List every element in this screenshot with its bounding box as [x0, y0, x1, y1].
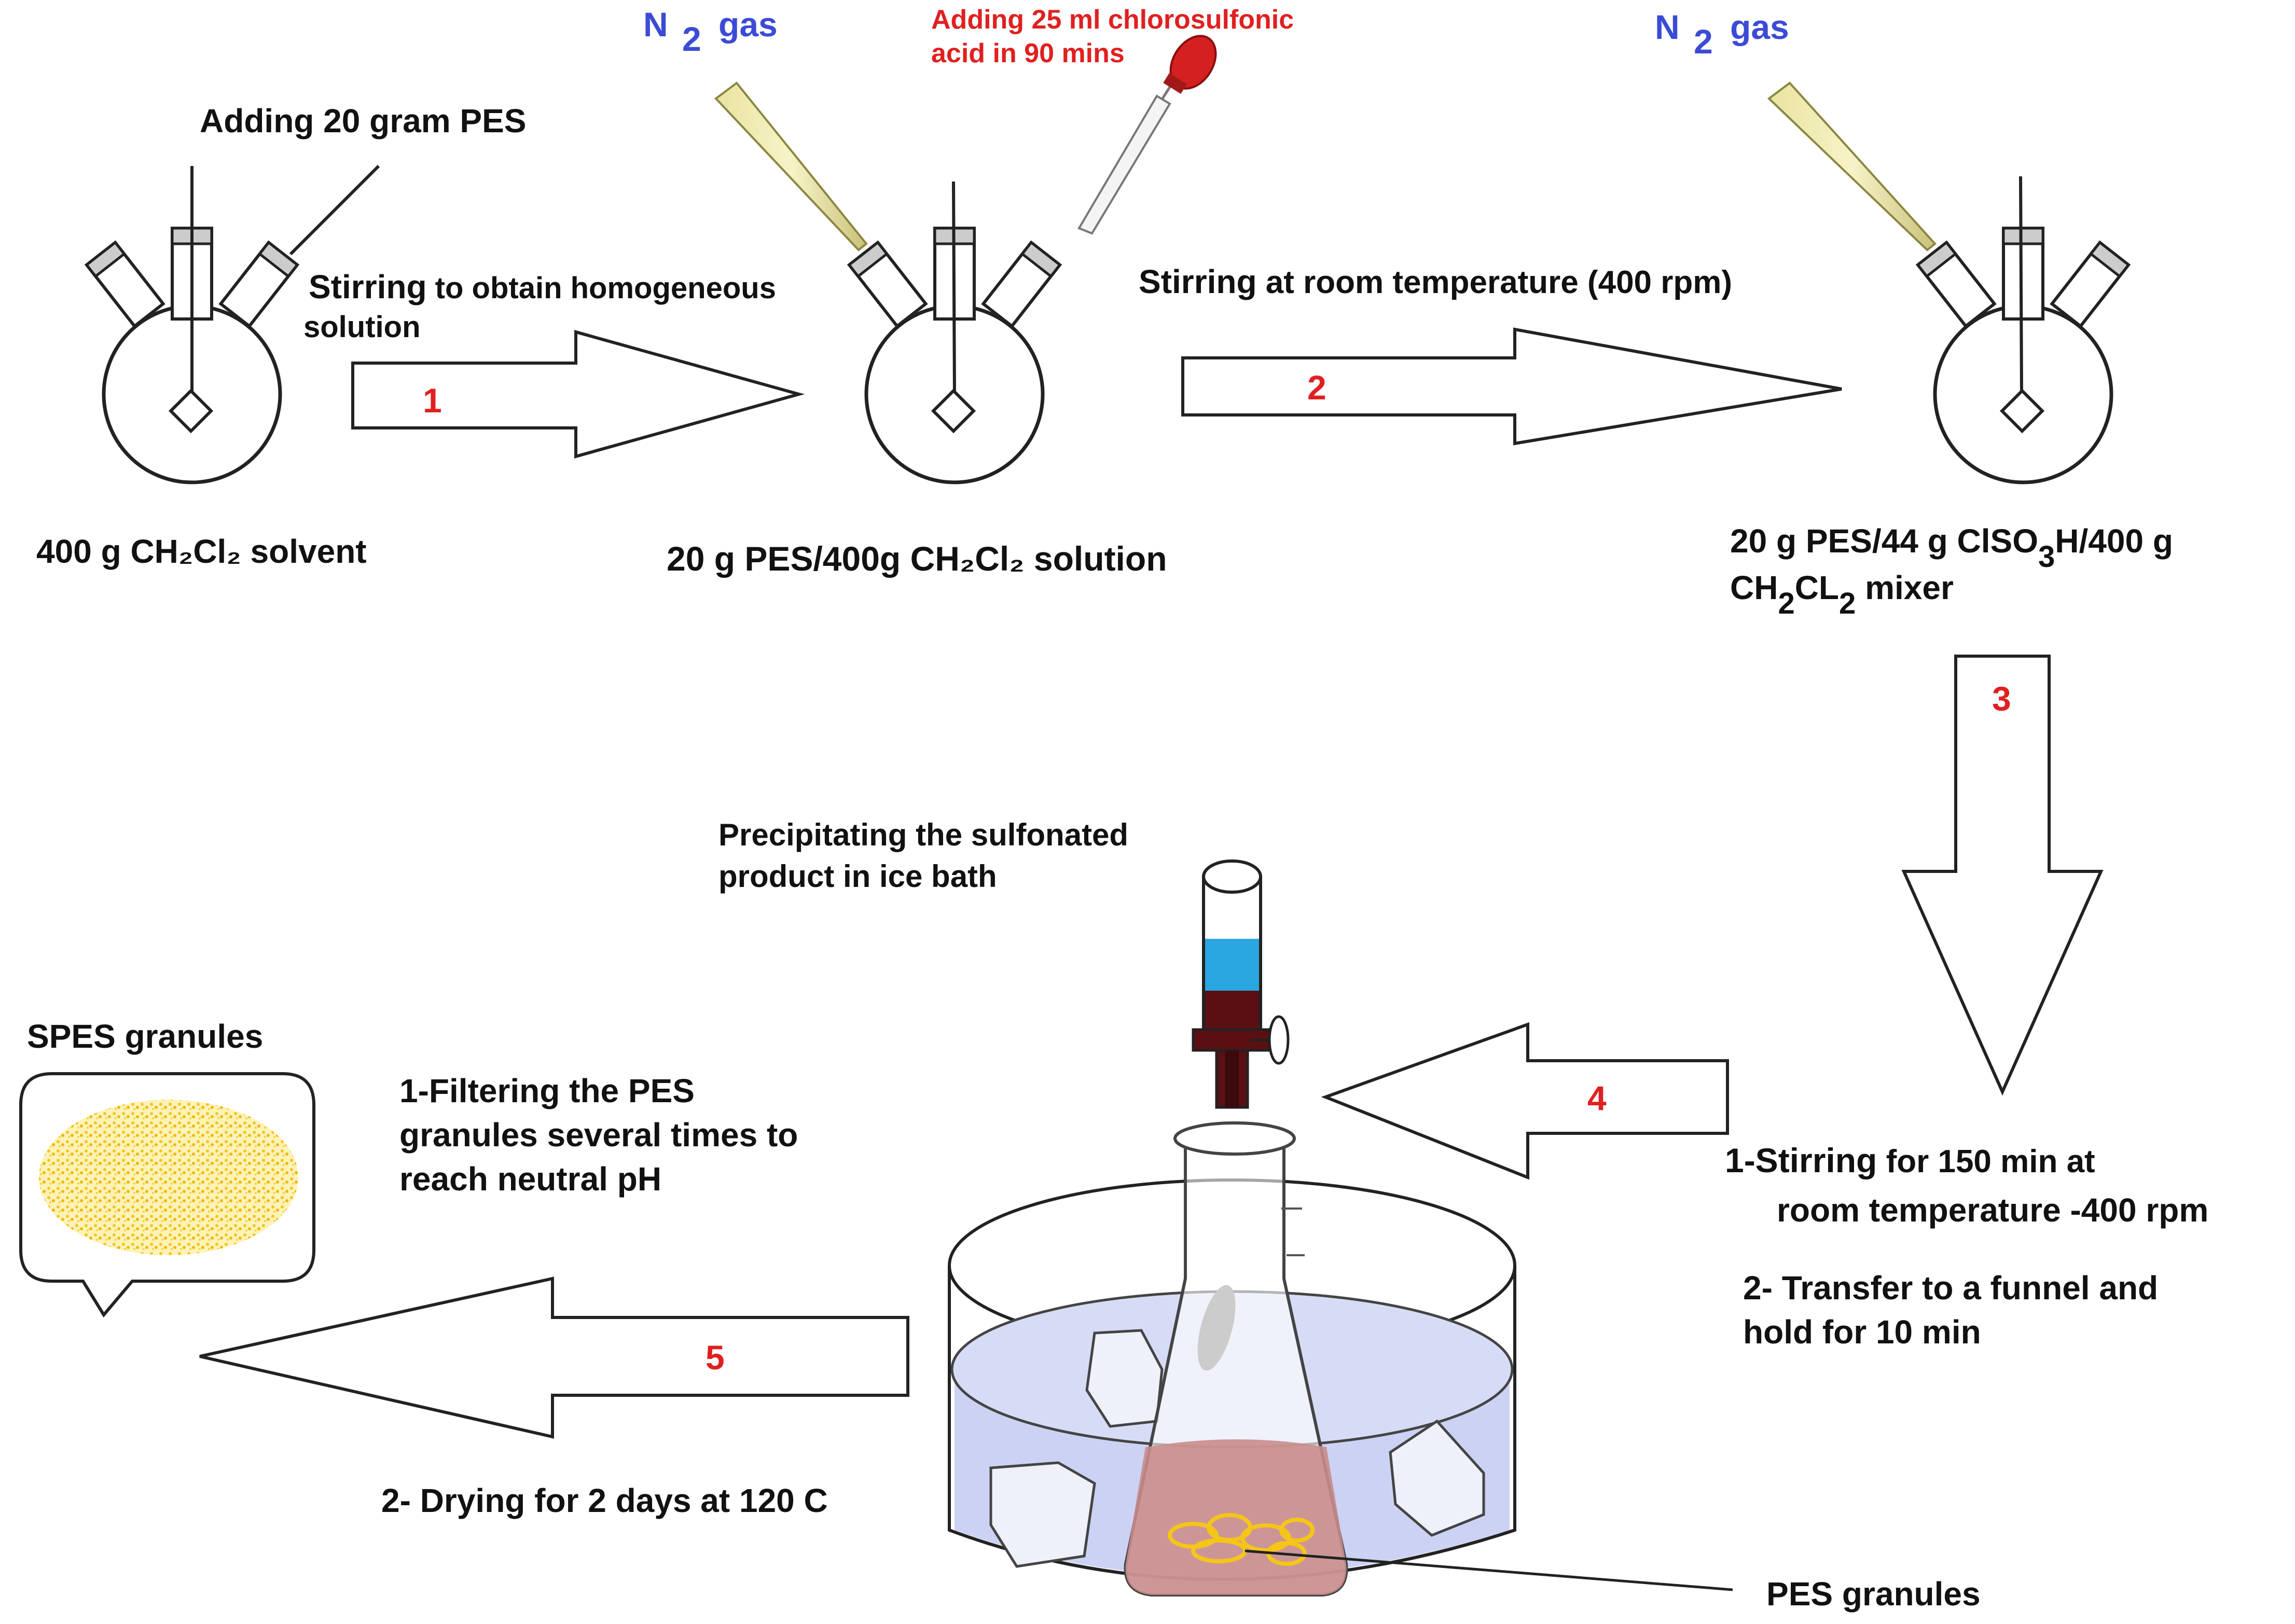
spes-granules-title: SPES granules [27, 1018, 263, 1055]
svg-text:Stirring at room temperature (: Stirring at room temperature (400 rpm) [1139, 263, 1732, 300]
step-number-2: 2 [1307, 368, 1326, 407]
step5-text-1b-text: granules several times to [399, 1116, 798, 1154]
ice-cube [989, 1461, 1096, 1568]
flask3-caption-line2-sub1-text: 2 [1778, 587, 1794, 620]
erlenmeyer-flask [1124, 1121, 1348, 1597]
svg-text:CH2CL2 mixer: CH2CL2 mixer [1730, 569, 1954, 620]
n2-gas-2-rest-text: gas [1730, 8, 1789, 46]
arrow-step-4: 4 [1321, 1022, 1729, 1180]
add-pes-label: Adding 20 gram PES [200, 102, 526, 140]
n2-gas-1-rest-text: gas [718, 5, 778, 44]
stirrer-rod [2019, 176, 2023, 400]
three-neck-flask-1 [84, 166, 300, 484]
precip-line2-text: product in ice bath [718, 859, 997, 894]
stirrer-blade [931, 388, 976, 434]
step3-text-2a-text: 2- Transfer to a funnel and [1743, 1269, 2158, 1307]
flask3-caption-line1-sub-text: 3 [2038, 540, 2055, 574]
svg-text:20 g PES/44 g ClSO3H/400 g: 20 g PES/44 g ClSO3H/400 g [1730, 522, 2173, 574]
three-neck-flask-3 [1915, 176, 2131, 484]
step2-text-a-text: Stirring [1139, 263, 1257, 300]
stirrer-blade [168, 388, 214, 434]
step-number-1: 1 [423, 381, 442, 420]
ice-cube [1389, 1419, 1485, 1537]
pes-pointer-line [289, 164, 380, 256]
pes-granules-pointer-line [1245, 1549, 1733, 1591]
n2-gas-label-1: N 2 gas [643, 5, 778, 58]
n2-gas-1-text: N [643, 5, 668, 44]
step1-text-line1-a-text: Stirring [309, 268, 427, 306]
step1-text-line1-b-text: to obtain homogeneous [427, 271, 776, 305]
n2-gas-tube-1 [714, 81, 868, 252]
step3-text-2b-text: hold for 10 min [1743, 1313, 1981, 1351]
flask3-caption: 20 g PES/44 g ClSO3H/400 g CH2CL2 mixer [1730, 522, 2173, 620]
step-number-5: 5 [706, 1338, 725, 1377]
flask3-caption-line2-b-text: CL [1795, 569, 1839, 606]
arrow-step-3: 3 [1901, 655, 2104, 1096]
step1-text-line2-text: solution [303, 310, 421, 344]
precipitation-label: Precipitating the sulfonated product in … [718, 817, 1128, 894]
n2-gas-1-sub-text: 2 [682, 20, 701, 58]
step-number-4: 4 [1587, 1079, 1607, 1117]
ice-bath [948, 1121, 1516, 1597]
add-acid-label: Adding 25 ml chlorosulfonic acid in 90 m… [931, 5, 1294, 68]
n2-gas-2-text: N [1655, 8, 1680, 46]
precip-line1-text: Precipitating the sulfonated [718, 817, 1128, 852]
step3-text-1b-text: for 150 min at [1877, 1144, 2095, 1179]
step1-text: Stirring to obtain homogeneous solution [303, 268, 776, 344]
arrow-step-2: 2 [1181, 327, 1842, 446]
step5-text-2-text: 2- Drying for 2 days at 120 C [381, 1482, 828, 1519]
flask1-caption: 400 g CH₂Cl₂ solvent [36, 533, 367, 570]
svg-text:1-Stirring for 150 min at: 1-Stirring for 150 min at [1725, 1141, 2095, 1179]
dropper-icon [1077, 35, 1217, 235]
granules-icon [39, 1100, 298, 1255]
step2-text: Stirring at room temperature (400 rpm) [1139, 263, 1732, 300]
arrow-step-1: 1 [351, 330, 805, 459]
step3-text: 1-Stirring for 150 min at room temperatu… [1725, 1141, 2208, 1351]
n2-gas-label-2: N 2 gas [1655, 8, 1789, 61]
separatory-funnel [1192, 859, 1290, 1109]
flask3-caption-line2-c-text: mixer [1856, 569, 1954, 606]
stopcock [1268, 1015, 1290, 1065]
three-neck-flask-2 [847, 181, 1062, 484]
flask3-caption-line1-b-text: H/400 g [2055, 522, 2173, 560]
add-acid-line2-text: acid in 90 mins [931, 38, 1125, 68]
flask3-caption-line2-a-text: CH [1730, 569, 1778, 606]
svg-text:Stirring to obtain homogeneous: Stirring to obtain homogeneous [309, 268, 776, 306]
n2-gas-2-sub-text: 2 [1694, 22, 1713, 61]
flask3-caption-line2-sub2-text: 2 [1839, 587, 1856, 620]
step5-text: 1-Filtering the PES granules several tim… [381, 1072, 828, 1519]
step2-text-b-text: at room temperature (400 rpm) [1257, 265, 1732, 300]
flask2-caption: 20 g PES/400g CH₂Cl₂ solution [667, 539, 1167, 578]
step3-text-1a-text: 1-Stirring [1725, 1141, 1877, 1179]
flask3-caption-line1-a-text: 20 g PES/44 g ClSO [1730, 522, 2038, 560]
step5-text-1c-text: reach neutral pH [399, 1160, 661, 1198]
step-number-3: 3 [1992, 679, 2011, 718]
arrow-step-5: 5 [199, 1276, 909, 1439]
spes-granules-bubble [19, 1072, 315, 1318]
pes-granules-label: PES granules [1766, 1575, 1981, 1613]
step3-text-1c-text: room temperature -400 rpm [1777, 1191, 2208, 1229]
add-acid-line1-text: Adding 25 ml chlorosulfonic [931, 5, 1294, 35]
stirrer-rod [952, 181, 956, 400]
step5-text-1a-text: 1-Filtering the PES [399, 1072, 695, 1109]
n2-gas-tube-2 [1767, 81, 1937, 252]
stirrer-blade [1999, 388, 2045, 434]
